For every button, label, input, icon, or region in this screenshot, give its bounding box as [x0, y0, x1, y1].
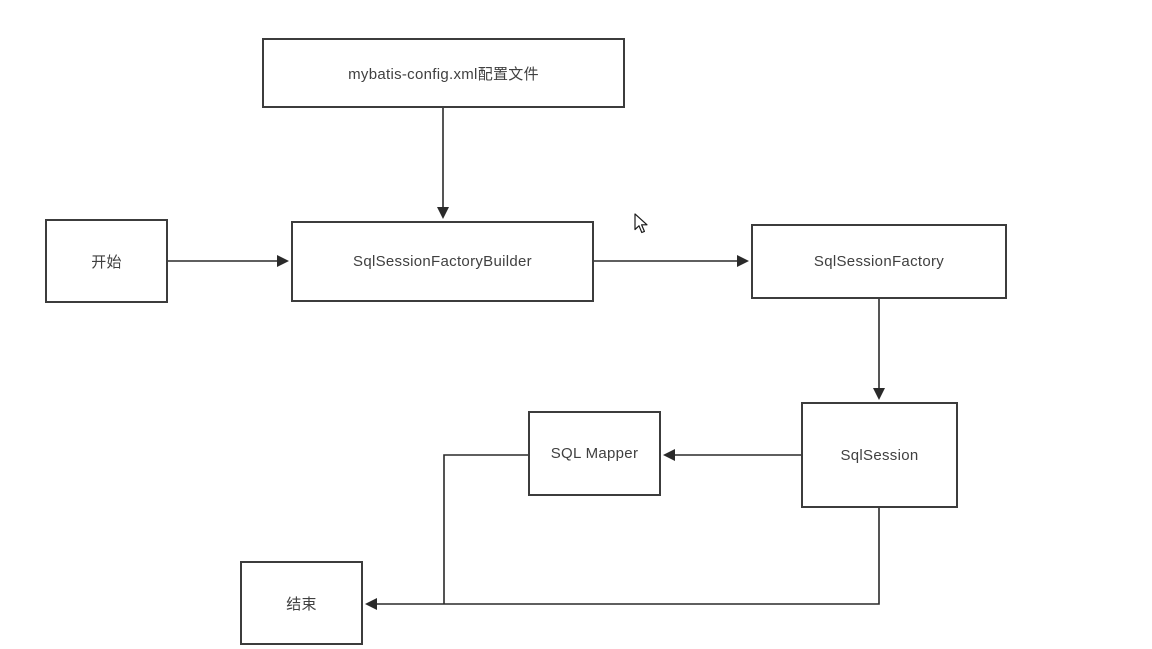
node-sqlsessionfactory: SqlSessionFactory — [751, 224, 1007, 299]
node-sql-mapper-label: SQL Mapper — [550, 445, 639, 462]
node-end-label: 结束 — [286, 595, 317, 613]
node-end: 结束 — [240, 561, 363, 645]
node-start-label: 开始 — [91, 253, 122, 271]
node-start: 开始 — [45, 219, 168, 303]
node-sqlsession: SqlSession — [801, 402, 958, 508]
node-sqlsessionfactorybuilder: SqlSessionFactoryBuilder — [291, 221, 594, 302]
node-config-file-label: mybatis-config.xml配置文件 — [348, 65, 539, 83]
node-sql-mapper: SQL Mapper — [528, 411, 661, 496]
node-sqlsessionfactorybuilder-label: SqlSessionFactoryBuilder — [353, 253, 532, 270]
mouse-cursor-icon — [634, 213, 648, 234]
edge-session-end — [365, 508, 880, 610]
node-config-file: mybatis-config.xml配置文件 — [262, 38, 625, 108]
edge-mapper-join — [443, 454, 528, 604]
node-sqlsessionfactory-label: SqlSessionFactory — [813, 253, 945, 270]
node-sqlsession-label: SqlSession — [840, 446, 919, 464]
